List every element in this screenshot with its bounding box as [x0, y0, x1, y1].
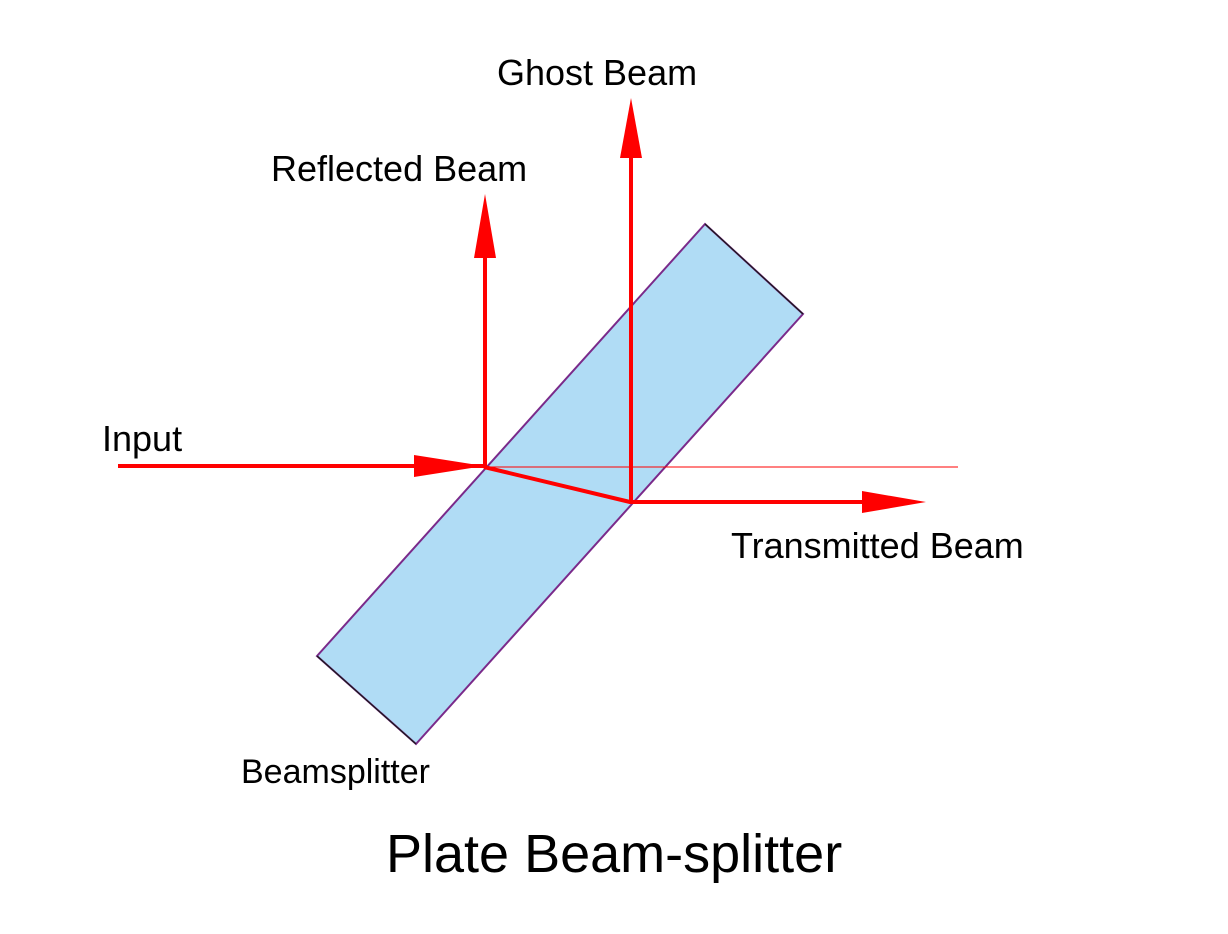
refracted-beam-inside-plate — [483, 465, 631, 504]
input-beam-arrowhead — [414, 455, 484, 477]
ghost-beam-arrowhead — [620, 98, 642, 158]
plate-end-edge-bottom — [316, 655, 417, 745]
reflected-beam-label: Reflected Beam — [271, 148, 527, 189]
transmitted-beam-arrowhead — [862, 491, 926, 513]
transmitted-beam-label: Transmitted Beam — [731, 525, 1024, 566]
reflected-beam-arrowhead — [474, 194, 496, 258]
diagram-title: Plate Beam-splitter — [386, 824, 842, 884]
ghost-beam-label: Ghost Beam — [497, 52, 697, 93]
beamsplitter-label: Beamsplitter — [241, 753, 430, 791]
input-label: Input — [102, 418, 182, 459]
plate-end-edge-top — [704, 223, 804, 315]
